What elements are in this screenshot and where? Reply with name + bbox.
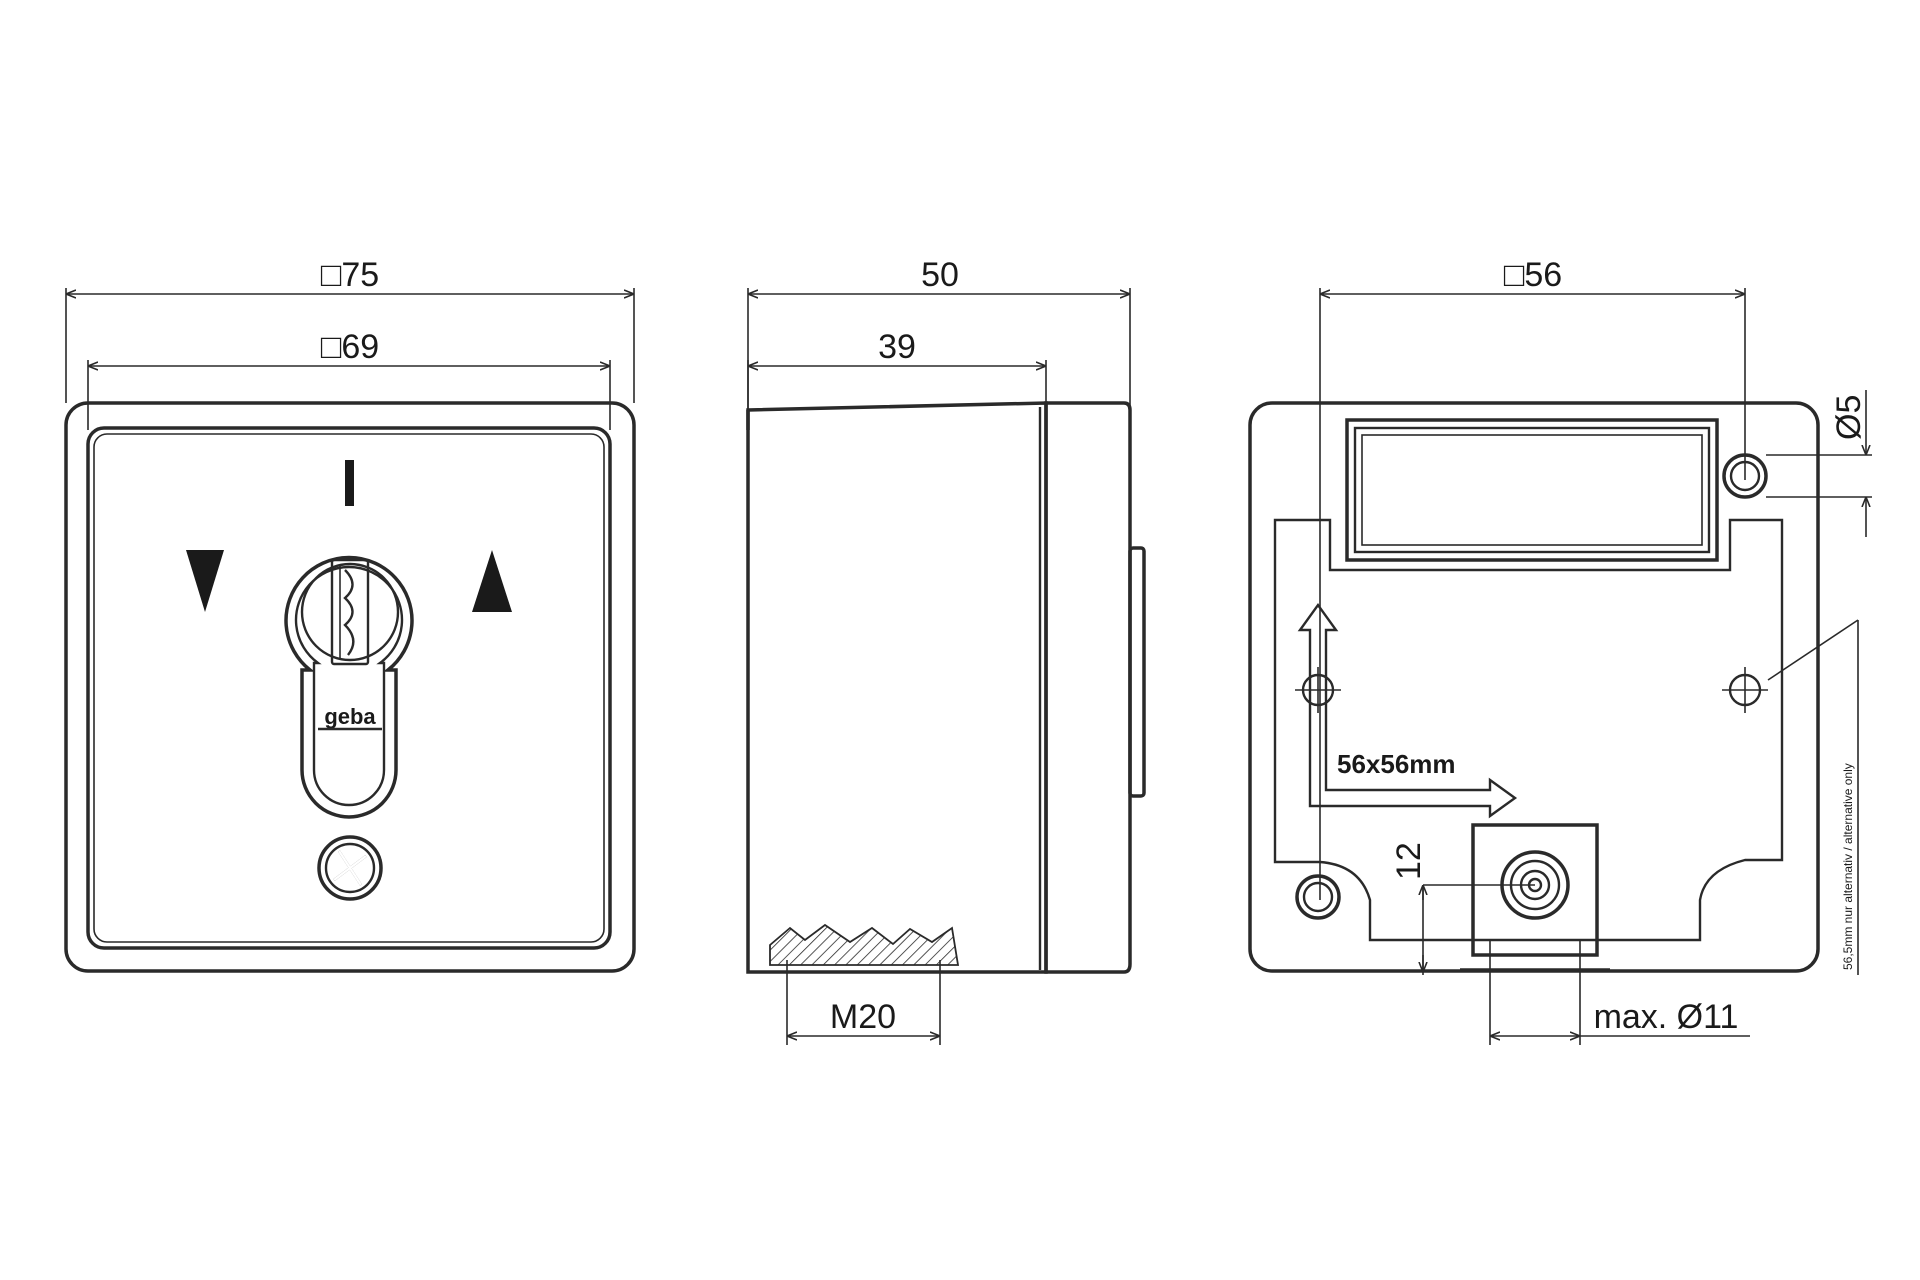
offset-label: 12 [1390,842,1428,880]
brand-label: geba [324,704,376,729]
hole-diameter-label: Ø5 [1830,395,1868,440]
mount-hole-bottom-left [1295,874,1341,920]
back-view: □56 56x [1248,256,1872,1045]
arrow-up-icon [472,550,512,612]
grid-arrows: 56x56mm [1297,602,1518,819]
grid-label: 56x56mm [1337,749,1456,779]
depth-total-label: 50 [921,256,959,294]
dimension-hole: Ø5 [1766,390,1872,537]
dimension-inner-width: □69 [87,328,611,430]
thread-label: M20 [830,998,896,1036]
mount-hole-alt-right [1722,667,1768,713]
dimension-cable: max. Ø11 [1489,940,1750,1045]
inner-dim-label: □69 [321,328,379,366]
front-housing-outer [64,401,636,973]
dimension-depth-body: 39 [747,328,1047,430]
mount-square-label: □56 [1504,256,1562,294]
thread-section [769,923,960,966]
side-knob [1128,546,1146,798]
dimension-mount-square: □56 [1319,256,1746,900]
dimension-offset: 12 [1390,842,1535,975]
dimension-thread: M20 [786,960,941,1045]
alternative-note: 56,5mm nur alternativ / alternative only [1841,620,1859,975]
label-window [1345,418,1719,562]
mount-hole-alt-left [1295,667,1341,713]
front-cover-plate [86,426,612,950]
screw-icon [317,835,383,901]
mount-hole-top-right [1722,453,1768,499]
key-cylinder-icon: geba [284,555,414,819]
outer-dim-label: □75 [321,256,379,294]
side-cover [1044,401,1132,974]
position-mark-bar [345,460,354,506]
alt-note-label: 56,5mm nur alternativ / alternative only [1841,763,1855,970]
side-body [746,401,1048,974]
arrow-down-icon [186,550,224,612]
back-recess [1273,518,1784,942]
dimension-outer-width: □75 [65,256,635,403]
cable-entry [1460,823,1610,972]
front-view: □75 □69 geba [64,256,636,973]
dimension-depth-total: 50 [747,256,1131,410]
depth-body-label: 39 [878,328,916,366]
cable-max-label: max. Ø11 [1594,998,1739,1036]
side-view: 50 39 M20 [746,256,1146,1045]
